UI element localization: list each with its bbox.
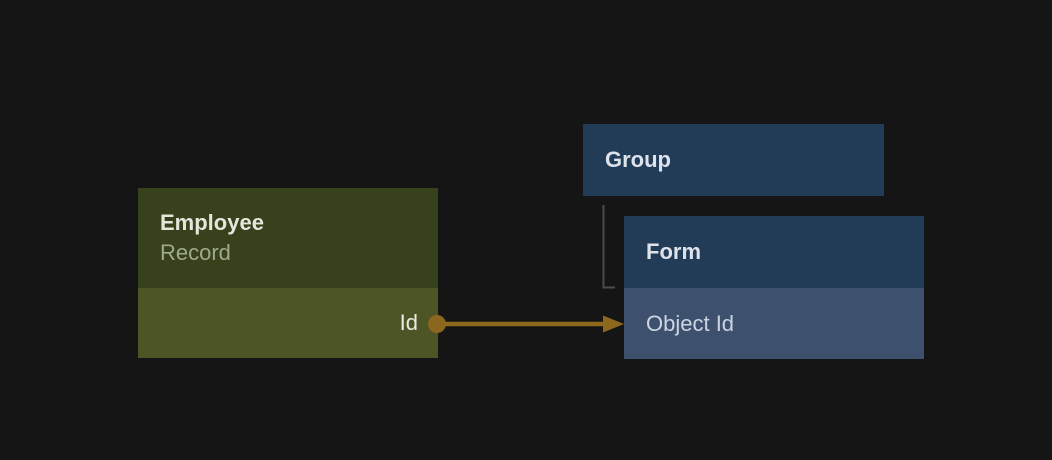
relation-edge-arrowhead-icon (603, 315, 624, 333)
node-group-header: Group (583, 124, 884, 196)
node-form-title: Form (646, 239, 701, 264)
field-label-id: Id (399, 310, 418, 335)
node-form-header: Form (624, 216, 924, 288)
node-employee-title: Employee (160, 210, 264, 235)
field-row-object-id[interactable]: Object Id (624, 288, 924, 359)
field-row-id[interactable]: Id (138, 288, 438, 358)
id-output-port-dot[interactable] (428, 315, 446, 333)
node-employee-record[interactable]: Employee Record Id (138, 188, 438, 358)
field-label-object-id: Object Id (646, 310, 735, 336)
node-employee-header: Employee Record (138, 188, 438, 288)
node-group-title: Group (605, 147, 671, 172)
node-form[interactable]: Form Object Id (624, 216, 924, 359)
node-group[interactable]: Group (583, 124, 884, 196)
group-form-elbow-connector (602, 205, 615, 289)
node-employee-subtitle: Record (160, 240, 231, 265)
